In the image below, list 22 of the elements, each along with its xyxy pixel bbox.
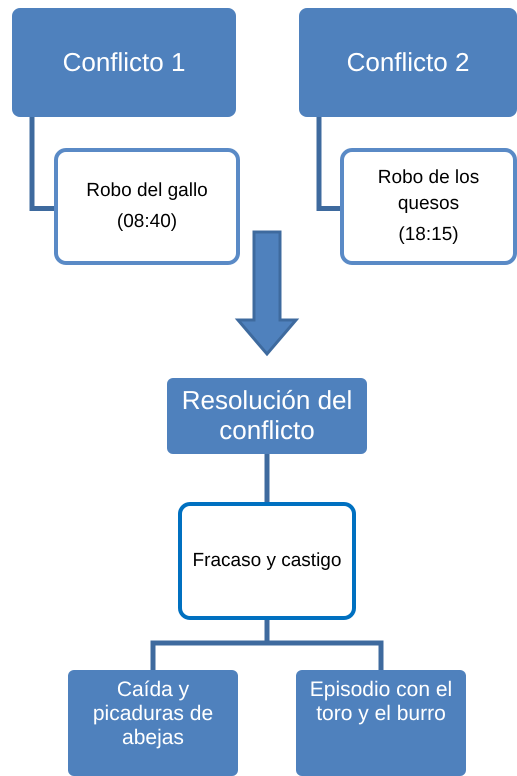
- heading-box: [299, 8, 517, 117]
- node-label: Conflicto 2: [346, 46, 470, 79]
- block-arrow: [234, 230, 300, 356]
- detail-box: [54, 148, 240, 265]
- node-label: Robo de los quesos: [376, 166, 480, 216]
- heading-box: [12, 8, 236, 117]
- heading-box: [167, 378, 367, 454]
- connector-line: [316, 117, 340, 211]
- node-label: (18:15): [398, 222, 459, 247]
- node-label: Caída y picaduras de abejas: [92, 678, 214, 750]
- node-label: (08:40): [116, 210, 178, 234]
- node-label: Resolución del conflicto: [180, 386, 354, 446]
- node-label: Conflicto 1: [62, 46, 186, 79]
- node-label: Fracaso y castigo: [192, 549, 342, 573]
- connector-line: [30, 117, 54, 211]
- node-label: Robo del gallo: [86, 179, 208, 204]
- process-box: [68, 670, 238, 776]
- connector-line: [264, 454, 270, 502]
- detail-box: [178, 502, 356, 620]
- process-box: [296, 670, 466, 776]
- detail-box: [340, 148, 517, 265]
- node-label: Episodio con el toro y el burro: [308, 678, 454, 726]
